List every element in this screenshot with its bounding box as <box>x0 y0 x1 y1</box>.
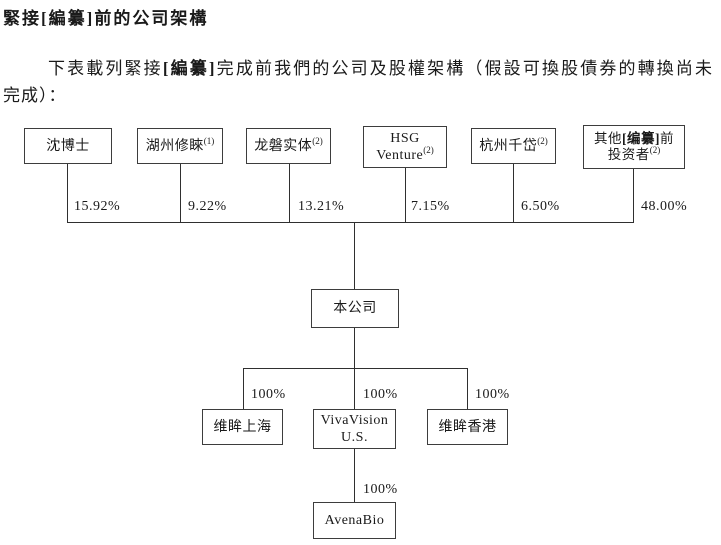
box-longpan-entities: 龙磐实体(2) <box>246 128 331 164</box>
footnote-marker: (1) <box>203 135 215 146</box>
box-dr-shen: 沈博士 <box>24 128 112 164</box>
shareholder-name: HSG <box>390 131 420 146</box>
box-other-pre-investors: 其他[编纂]前 投资者(2) <box>583 125 685 169</box>
box-label: 沈博士 <box>46 138 90 155</box>
box-label: 本公司 <box>333 300 377 317</box>
box-label: 龙磐实体(2) <box>254 135 323 155</box>
ownership-percent-viva-us: 100% <box>363 387 398 402</box>
connector-drop-2 <box>180 164 181 222</box>
footnote-marker: (2) <box>649 145 661 155</box>
connector-drop-sub-left <box>243 368 244 409</box>
box-label-line2: Venture(2) <box>376 145 434 164</box>
connector-drop-1 <box>67 164 68 222</box>
footnote-marker: (2) <box>423 145 434 155</box>
box-label-line1: VivaVision <box>321 412 389 429</box>
connector-drop-5 <box>513 164 514 222</box>
shareholder-name: 杭州千岱 <box>479 138 538 154</box>
footnote-marker: (2) <box>312 135 323 146</box>
redaction-marker: [编纂] <box>622 131 660 146</box>
ownership-percent-huzhou-xiulai: 9.22% <box>188 199 227 214</box>
redaction-marker: [編纂] <box>162 59 216 78</box>
subsidiary-name: 维眸香港 <box>438 419 497 435</box>
ownership-percent-avenabio: 100% <box>363 482 398 497</box>
box-label-line2: U.S. <box>341 429 368 446</box>
box-label-line1: 其他[编纂]前 <box>594 131 674 147</box>
subsidiary-name: AvenaBio <box>324 513 385 528</box>
intro-text: 完成前我們的公司及股權架構（假設可換股債券的轉換尚未 <box>215 59 714 78</box>
shareholder-name: 龙磐实体 <box>254 138 313 154</box>
box-company: 本公司 <box>311 289 399 328</box>
company-name: 本公司 <box>333 301 377 316</box>
intro-line-2: 完成）： <box>3 86 67 105</box>
box-label: 杭州千岱(2) <box>479 135 548 155</box>
connector-drop-6 <box>633 169 634 222</box>
shareholder-name: 其他 <box>594 131 622 146</box>
ownership-percent-hangzhou-qiandai: 6.50% <box>521 199 560 214</box>
ownership-percent-viva-shanghai: 100% <box>251 387 286 402</box>
box-hsg-venture: HSG Venture(2) <box>363 126 447 168</box>
ownership-percent-hsg: 7.15% <box>411 199 450 214</box>
box-vivavision-shanghai: 维眸上海 <box>202 409 283 445</box>
connector-drop-sub-middle <box>354 368 355 409</box>
box-hangzhou-qiandai: 杭州千岱(2) <box>471 128 556 164</box>
box-label: 维眸上海 <box>214 419 272 436</box>
box-avenabio: AvenaBio <box>313 502 396 539</box>
ownership-percent-dr-shen: 15.92% <box>74 199 121 214</box>
intro-text: 下表載列緊接 <box>48 59 163 78</box>
connector-bus-subsidiaries <box>243 368 468 369</box>
connector-drop-sub-right <box>467 368 468 409</box>
subsidiary-name: VivaVision <box>320 413 389 428</box>
shareholder-name: 前 <box>660 131 674 146</box>
ownership-percent-other-investors: 48.00% <box>641 199 688 214</box>
intro-paragraph: 下表載列緊接[編纂]完成前我們的公司及股權架構（假設可換股債券的轉換尚未 完成）… <box>3 55 713 109</box>
box-label: 湖州修睞(1) <box>145 135 215 155</box>
shareholder-name: 投资者 <box>607 147 650 162</box>
subsidiary-name: U.S. <box>341 430 368 445</box>
connector-company-to-bus2 <box>354 328 355 368</box>
box-huzhou-xiulai: 湖州修睞(1) <box>137 128 223 164</box>
connector-us-to-avenabio <box>354 449 355 502</box>
shareholder-name: Venture <box>376 148 424 163</box>
box-vivavision-hongkong: 维眸香港 <box>427 409 508 445</box>
box-label-line1: HSG <box>390 130 420 147</box>
connector-bus-top <box>67 222 634 223</box>
footnote-marker: (2) <box>537 135 548 146</box>
shareholder-name: 沈博士 <box>46 138 90 154</box>
box-label: AvenaBio <box>325 512 385 529</box>
page-title: 緊接[編纂]前的公司架構 <box>3 9 209 28</box>
connector-company-drop <box>354 222 355 289</box>
intro-line-1: 下表載列緊接[編纂]完成前我們的公司及股權架構（假設可換股債券的轉換尚未 <box>3 55 713 82</box>
ownership-percent-viva-hongkong: 100% <box>475 387 510 402</box>
connector-drop-4 <box>405 168 406 222</box>
ownership-percent-longpan: 13.21% <box>298 199 345 214</box>
connector-drop-3 <box>289 164 290 222</box>
subsidiary-name: 维眸上海 <box>213 419 272 435</box>
box-label-line2: 投资者(2) <box>607 145 661 163</box>
shareholder-name: 湖州修睞 <box>145 138 204 154</box>
box-label: 维眸香港 <box>439 419 497 436</box>
box-vivavision-us: VivaVision U.S. <box>313 409 396 449</box>
